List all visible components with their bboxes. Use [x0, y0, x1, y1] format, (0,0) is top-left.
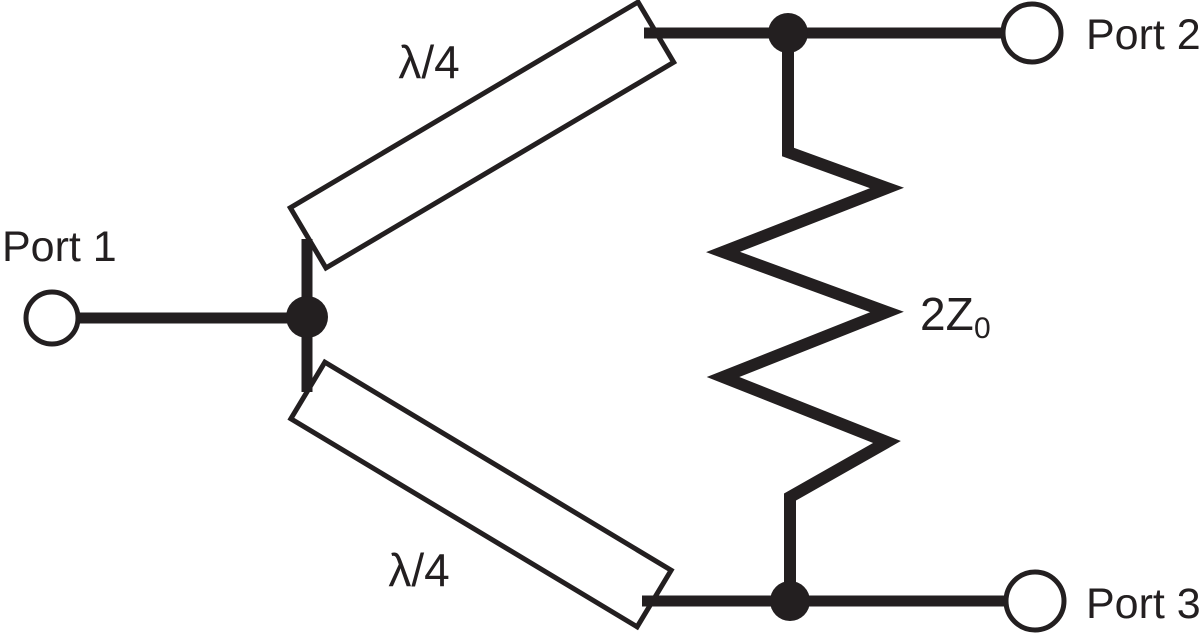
- resistor-value-subscript: 0: [974, 312, 991, 345]
- input-junction-dot: [286, 296, 328, 338]
- port2-terminal-circle: [1000, 1, 1064, 65]
- port3-junction-dot: [770, 581, 810, 621]
- port3-label: Port 3: [1086, 580, 1200, 628]
- isolation-resistor-zigzag: [706, 38, 905, 598]
- port1-terminal-circle: [23, 289, 81, 347]
- resistor-value-label: 2Z: [920, 288, 974, 340]
- quarter-wave-label-top: λ/4: [398, 36, 459, 88]
- quarter-wave-label-bottom: λ/4: [388, 544, 449, 596]
- quarter-wave-line-top: [286, 0, 678, 272]
- port2-junction-dot: [768, 13, 808, 53]
- port3-terminal-circle: [1003, 569, 1067, 633]
- port2-label: Port 2: [1086, 11, 1200, 59]
- port1-label: Port 1: [2, 223, 117, 271]
- quarter-wave-line-bottom: [287, 358, 675, 631]
